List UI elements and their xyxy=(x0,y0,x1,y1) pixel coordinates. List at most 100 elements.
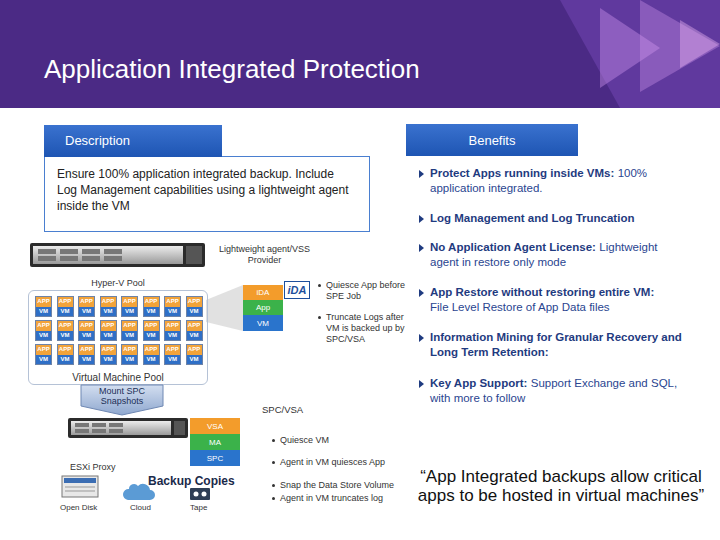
section-heading: SPC/VSA xyxy=(262,404,342,415)
agent-stack-segment: MA xyxy=(190,434,240,450)
vm-tile-text: VM xyxy=(58,307,73,317)
server-panel xyxy=(186,246,202,264)
vm-tile-text: APP xyxy=(165,297,180,307)
drive-bay xyxy=(92,429,106,433)
vm-tile: APPVM xyxy=(35,296,52,317)
drive-bay xyxy=(38,256,56,261)
vm-tile: APPVM xyxy=(57,296,74,317)
benefit-item: No Application Agent License:Lightweight… xyxy=(430,240,688,270)
vm-tile-text: VM xyxy=(122,331,137,341)
description-box-text: Ensure 100% application integrated backu… xyxy=(57,166,357,214)
open-disk-icon xyxy=(62,476,98,497)
vm-tile: APPVM xyxy=(143,344,160,365)
drive-bay xyxy=(82,256,100,261)
vm-pool-box: Virtual Machine PoolAPPVMAPPVMAPPVMAPPVM… xyxy=(28,290,208,385)
proxy-server-node: ESXi Proxy xyxy=(66,416,188,472)
benefit-item: Protect Apps running inside VMs:100% app… xyxy=(430,166,688,196)
ida-logo: iDA xyxy=(284,281,310,299)
vm-tile-text: VM xyxy=(79,307,94,317)
vm-tile-text: APP xyxy=(165,345,180,355)
vm-tile-text: APP xyxy=(122,321,137,331)
vm-tile-text: APP xyxy=(144,321,159,331)
description-box: DescriptionEnsure 100% application integ… xyxy=(44,156,370,232)
benefit-key: Information Mining for Granular Recovery… xyxy=(430,331,682,358)
agent-stack-segment: VM xyxy=(243,315,283,331)
vm-tile-text: VM xyxy=(101,331,116,341)
vm-tile-text: APP xyxy=(36,321,51,331)
vm-tile-text: APP xyxy=(79,297,94,307)
benefit-key: Key App Support: xyxy=(430,377,527,389)
vm-tile: APPVM xyxy=(57,320,74,341)
drive-bay xyxy=(104,249,122,254)
vm-tile-text: VM xyxy=(165,331,180,341)
vm-tile-text: VM xyxy=(187,355,202,365)
vm-tile-text: APP xyxy=(58,345,73,355)
proxy-step: Snap the Data Store Volume xyxy=(280,480,410,491)
vm-tile-text: VM xyxy=(144,355,159,365)
vm-tile-text: VM xyxy=(122,307,137,317)
vm-pool-box-text: Virtual Machine Pool xyxy=(72,372,164,383)
zoom-band xyxy=(206,285,243,331)
vm-tile: APPVM xyxy=(164,296,181,317)
vm-tile-text: VM xyxy=(79,331,94,341)
vm-tile: APPVM xyxy=(164,320,181,341)
proxy-step: Agent in VM quiesces App xyxy=(280,457,410,468)
header-triangle xyxy=(640,0,720,92)
vm-tile: APPVM xyxy=(164,344,181,365)
vm-tile: APPVM xyxy=(143,320,160,341)
agent-stack-segment: iDA xyxy=(243,285,283,300)
header-triangle xyxy=(680,20,720,68)
server-node: Hyper-V Pool xyxy=(28,240,208,288)
vm-tile-text: VM xyxy=(144,307,159,317)
vm-tile-text: APP xyxy=(36,297,51,307)
vm-tile-text: APP xyxy=(144,345,159,355)
disk-line xyxy=(65,491,95,492)
vm-tile-text: APP xyxy=(101,321,116,331)
icon-caption: Open Disk xyxy=(60,502,110,513)
server-body xyxy=(30,243,205,267)
vm-tile-text: VM xyxy=(58,331,73,341)
vm-tile: APPVM xyxy=(57,344,74,365)
vm-tile-text: VM xyxy=(36,307,51,317)
drive-bay xyxy=(60,249,78,254)
vm-tile-text: APP xyxy=(187,321,202,331)
agent-caption: Lightweight agent/VSS Provider xyxy=(212,244,317,266)
vm-tile: APPVM xyxy=(78,296,95,317)
server-front xyxy=(33,246,183,264)
benefit-item: Log Management and Log Truncation xyxy=(430,211,688,226)
drive-bay xyxy=(60,256,78,261)
mount-arrow-shape-text: Mount SPC Snapshots xyxy=(92,386,152,406)
description-box-text: Description xyxy=(44,125,222,157)
vm-tile-text: VM xyxy=(101,355,116,365)
drive-bay xyxy=(104,256,122,261)
benefit-item: App Restore without restoring entire VM:… xyxy=(430,285,688,315)
vm-tile: APPVM xyxy=(186,296,203,317)
proxy-server-node-text: ESXi Proxy xyxy=(70,462,116,472)
vm-tile-text: VM xyxy=(122,355,137,365)
vm-tile: APPVM xyxy=(100,320,117,341)
header-band xyxy=(0,0,720,108)
drive-bay xyxy=(75,423,89,427)
vm-tile: APPVM xyxy=(78,320,95,341)
vm-tile-text: APP xyxy=(79,345,94,355)
vm-tile: APPVM xyxy=(121,344,138,365)
heading-tab-text: Benefits xyxy=(469,133,516,148)
vm-tile-text: VM xyxy=(36,331,51,341)
vm-tile: APPVM xyxy=(186,320,203,341)
disk-brand-strip xyxy=(64,478,96,483)
drive-bay xyxy=(75,429,89,433)
vm-tile-text: VM xyxy=(79,355,94,365)
vm-tile-text: VM xyxy=(36,355,51,365)
tape-reel xyxy=(194,492,199,497)
vm-tile: APPVM xyxy=(100,344,117,365)
agent-stack-segment-text: VM xyxy=(257,319,269,328)
agent-stack-segment: App xyxy=(243,300,283,315)
benefit-item: Key App Support:Support Exchange and SQL… xyxy=(430,376,688,406)
server-node-text: Hyper-V Pool xyxy=(91,278,145,288)
vm-tile-text: APP xyxy=(58,297,73,307)
tape-reel xyxy=(202,492,207,497)
vm-tile-text: APP xyxy=(122,297,137,307)
vm-tile-text: VM xyxy=(165,307,180,317)
vm-tile: APPVM xyxy=(121,296,138,317)
